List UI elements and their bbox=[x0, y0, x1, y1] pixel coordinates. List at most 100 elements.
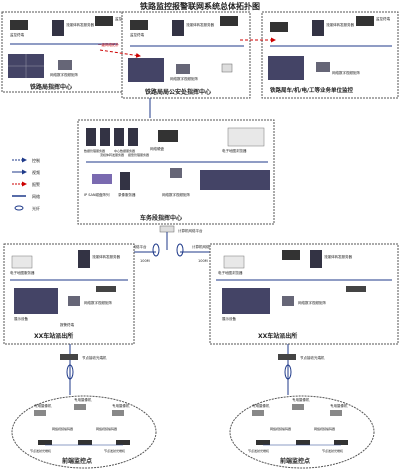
label: 网络视频编码器 bbox=[52, 426, 73, 431]
net-platform-label: 计算机网络平台 bbox=[178, 228, 203, 233]
optical-receiver-icon bbox=[60, 354, 78, 360]
encoder-icon bbox=[296, 440, 310, 445]
monitor-terminal-icon bbox=[220, 16, 238, 26]
front-point-left: 专用摄像机 专用摄像机 专用摄像机 网络视频编码器 网络视频编码器 节点发射光端… bbox=[11, 395, 157, 469]
label: 展示设备 bbox=[222, 316, 236, 321]
camera-icon bbox=[74, 404, 86, 410]
encoder-icon bbox=[116, 440, 130, 445]
label: 网络数字视频矩阵 bbox=[84, 300, 112, 305]
legend-alarm: 报警 bbox=[32, 181, 40, 187]
label: 流媒体转发服务器 bbox=[66, 22, 94, 27]
label: IP SAN磁盘阵列 bbox=[84, 192, 110, 197]
station-left: 电子地图服务器 流媒体转发服务器 展示设备 网络数字视频矩阵 报警终端 XX车站… bbox=[3, 243, 135, 345]
video-matrix-icon bbox=[176, 64, 190, 74]
optical-receiver-icon bbox=[278, 354, 296, 360]
camera-icon bbox=[112, 410, 124, 416]
front-point-name: 前端监控点 bbox=[280, 457, 310, 465]
label: 网络视频编码器 bbox=[96, 426, 117, 431]
label: 网络硬盘 bbox=[150, 146, 164, 151]
legend-fiber: 光纤 bbox=[32, 205, 40, 211]
label: 监控终端 bbox=[10, 32, 24, 37]
label: 报警终端 bbox=[60, 322, 74, 327]
speed-left: 100M bbox=[140, 259, 150, 263]
camera-icon bbox=[330, 410, 342, 416]
server-icon bbox=[128, 128, 138, 146]
server-icon bbox=[78, 250, 90, 268]
monitor-icon bbox=[158, 130, 178, 142]
label: 专用摄像机 bbox=[292, 397, 310, 402]
label: 专用摄像机 bbox=[74, 397, 92, 402]
top-center-1: 监控终端 流媒体转发服务器 监控终端 网络数字视频矩阵 一级网络拓扑 铁路局指挥… bbox=[1, 11, 129, 93]
camera-icon bbox=[292, 404, 304, 410]
disk-array-icon bbox=[92, 174, 112, 184]
storage-icon bbox=[96, 286, 116, 292]
fiber-icon bbox=[14, 205, 24, 211]
label: 数据管理服务器 bbox=[84, 148, 105, 153]
label: 网络数字视频矩阵 bbox=[50, 72, 78, 77]
label: 中心数据服务器 bbox=[114, 148, 135, 153]
top-center-2: 监控终端 流媒体转发服务器 网络数字视频矩阵 铁路局局公安处指挥中心 bbox=[121, 11, 251, 99]
label: 流媒体转发服务器 bbox=[326, 22, 354, 27]
server-icon bbox=[52, 20, 64, 36]
label: 电子地图服务器 bbox=[10, 270, 35, 275]
label: 节点发射光端机 bbox=[322, 448, 343, 453]
encoder-icon bbox=[334, 440, 348, 445]
label: 网络数字视频矩阵 bbox=[332, 70, 360, 75]
video-wall-icon bbox=[222, 288, 270, 314]
front-point-name: 前端监控点 bbox=[62, 457, 92, 465]
diagram-title: 铁路监控报警联网系统总体拓扑图 bbox=[140, 1, 260, 11]
server-icon bbox=[86, 128, 96, 146]
server-icon bbox=[310, 250, 322, 268]
label: 流媒体转发服务器 bbox=[100, 152, 124, 157]
label: 流媒体转发服务器 bbox=[92, 254, 120, 259]
legend-control: 控制 bbox=[32, 157, 40, 163]
video-matrix-icon bbox=[58, 60, 72, 70]
top-center-3: 流媒体转发服务器 监控终端 网络数字视频矩阵 铁路局车/机/电/工等业务单位监控 bbox=[261, 11, 399, 99]
mid-center: 数据管理服务器 流媒体转发服务器 中心数据服务器 报警管理服务器 电子地图浏览器… bbox=[77, 119, 275, 225]
speed-right: 100M bbox=[198, 259, 208, 263]
station-right: 电子地图浏览器 流媒体转发服务器 展示设备 网络数字视频矩阵 XX车站派出所 bbox=[209, 243, 399, 345]
center-name: 铁路局局公安处指挥中心 bbox=[145, 88, 211, 96]
center-name: 铁路局指挥中心 bbox=[30, 83, 72, 91]
server-icon bbox=[172, 20, 184, 36]
label: 网络数字视频矩阵 bbox=[298, 300, 326, 305]
monitor-terminal-icon bbox=[270, 22, 288, 32]
label: 流媒体转发服务器 bbox=[186, 22, 214, 27]
label: 专用摄像机 bbox=[112, 403, 130, 408]
center-name: 铁路局车/机/电/工等业务单位监控 bbox=[270, 86, 354, 94]
map-screen-icon bbox=[223, 255, 245, 269]
label: 监控终端 bbox=[376, 16, 390, 21]
encoder-icon bbox=[38, 440, 52, 445]
station-name: XX车站派出所 bbox=[34, 332, 73, 340]
monitor-icon bbox=[282, 250, 300, 260]
monitor-terminal-icon bbox=[356, 16, 374, 26]
legend-video: 视频 bbox=[32, 169, 40, 175]
video-wall-icon bbox=[128, 58, 164, 82]
video-matrix-icon bbox=[68, 296, 80, 306]
map-screen-icon bbox=[11, 255, 33, 269]
server-icon bbox=[114, 128, 124, 146]
label: 监控终端 bbox=[130, 32, 144, 37]
switch-icon bbox=[221, 63, 233, 73]
label: 一级网络拓扑 bbox=[98, 42, 119, 47]
switch-icon bbox=[159, 225, 175, 233]
monitor-terminal-icon bbox=[130, 20, 148, 30]
fiber-icon bbox=[152, 243, 160, 257]
label: 节点发射光端机 bbox=[248, 448, 269, 453]
station-name: XX车站派出所 bbox=[258, 332, 297, 340]
node-switch-label: 节点接收光端机 bbox=[82, 355, 107, 360]
video-wall-icon bbox=[200, 170, 270, 190]
label: 专用摄像机 bbox=[252, 403, 270, 408]
camera-icon bbox=[34, 410, 46, 416]
label: 录像服务器 bbox=[118, 192, 136, 197]
label: 展示设备 bbox=[14, 316, 28, 321]
label: 专用摄像机 bbox=[330, 403, 348, 408]
monitor-terminal-icon bbox=[10, 20, 28, 30]
label: 网络视频编码器 bbox=[314, 426, 335, 431]
label: 专用摄像机 bbox=[34, 403, 52, 408]
label: 网络视频编码器 bbox=[270, 426, 291, 431]
label: 电子地图浏览器 bbox=[218, 270, 243, 275]
front-point-right: 专用摄像机 专用摄像机 专用摄像机 网络视频编码器 网络视频编码器 节点发射光端… bbox=[229, 395, 375, 469]
video-matrix-icon bbox=[282, 296, 294, 306]
